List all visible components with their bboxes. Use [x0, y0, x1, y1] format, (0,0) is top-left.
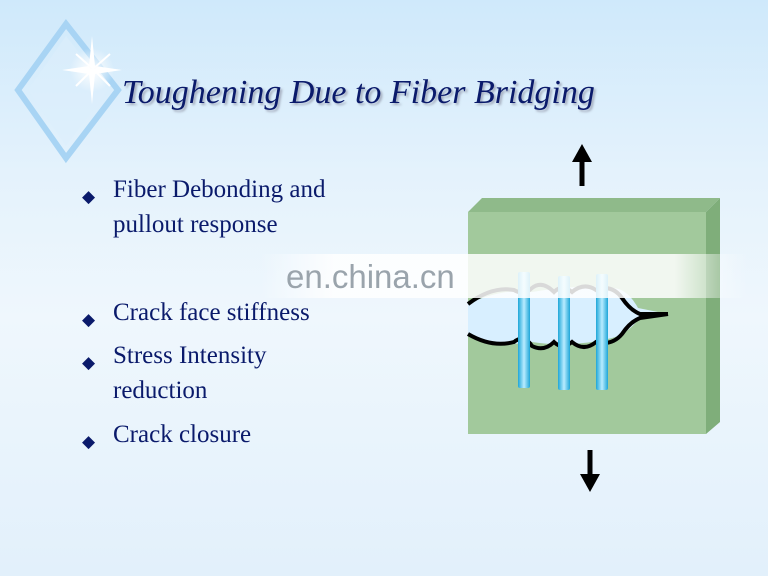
tension-arrow-up-icon	[572, 144, 592, 186]
diamond-bullet-icon: ◆	[82, 432, 96, 452]
diamond-bullet-icon: ◆	[82, 310, 96, 330]
fiber-bridging-diagram	[466, 144, 720, 492]
bullet-text-line: reduction	[113, 377, 208, 404]
slide-title: Toughening Due to Fiber Bridging	[122, 74, 595, 111]
diamond-bullet-icon: ◆	[82, 187, 96, 207]
tension-arrow-down-icon	[580, 450, 600, 492]
diamond-star-logo-icon	[14, 19, 122, 164]
bridging-fiber	[596, 274, 608, 390]
bullet-text-line: Stress Intensity	[113, 342, 267, 369]
bullet-text-line: Crack closure	[113, 421, 252, 448]
block-top-face	[468, 198, 720, 212]
bullet-text-line: pullout response	[113, 211, 278, 238]
diamond-bullet-icon: ◆	[82, 353, 96, 373]
bridging-fiber	[518, 272, 530, 388]
bullet-text-line: Fiber Debonding and	[113, 176, 326, 203]
bullet-text-line: Crack face stiffness	[113, 299, 310, 326]
watermark: en.china.cn	[260, 254, 748, 298]
bridging-fiber	[558, 276, 570, 390]
watermark-text: en.china.cn	[286, 258, 455, 295]
block-side-face	[706, 198, 720, 434]
